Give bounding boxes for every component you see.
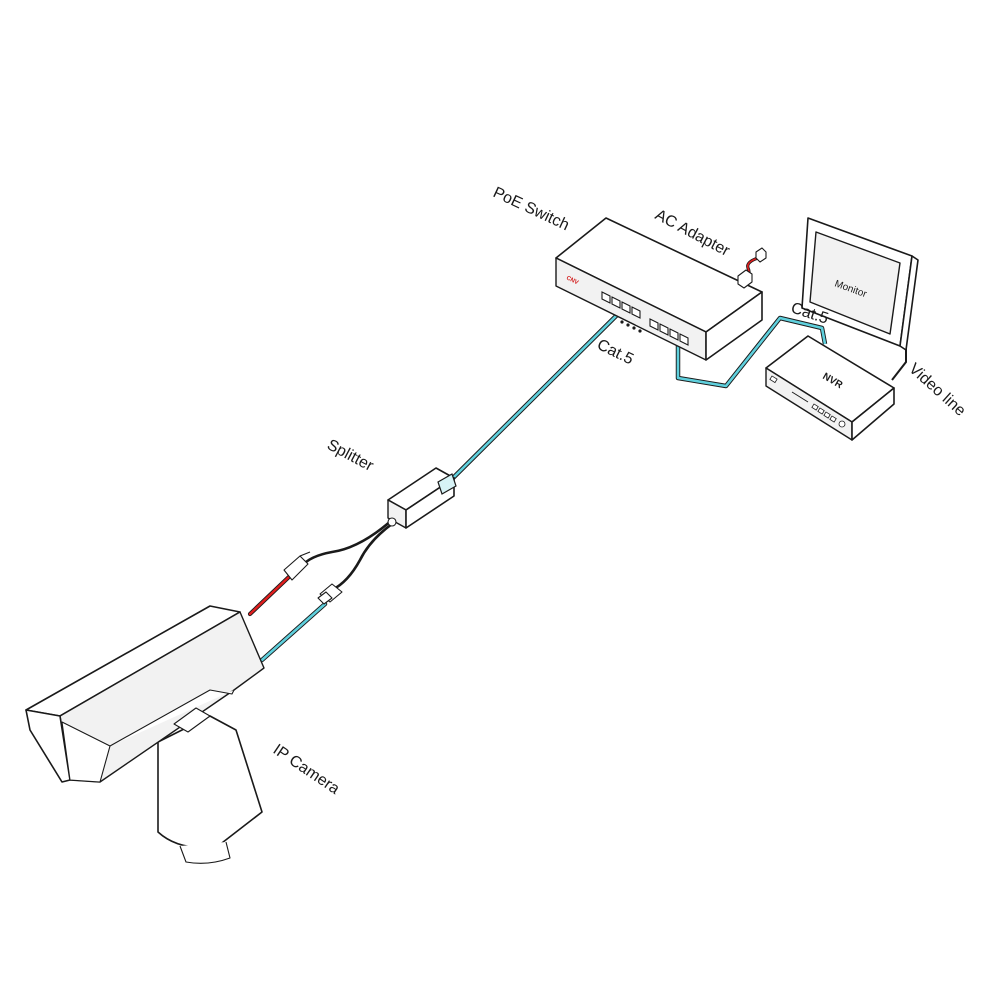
splitter-branch-cables xyxy=(300,518,394,592)
label-video-line: Video line xyxy=(905,360,968,420)
splitter-rj45-jack xyxy=(437,473,457,495)
nvr: NVR xyxy=(765,335,895,441)
ac-adapter-plug-icon xyxy=(737,247,767,289)
ip-camera xyxy=(25,605,265,864)
poe-switch: CNV xyxy=(555,217,763,361)
label-poe-switch: PoE Switch xyxy=(490,184,571,234)
label-splitter: Splitter xyxy=(324,437,377,476)
switch-ports-group-2 xyxy=(649,318,689,346)
rj45-connector xyxy=(317,583,343,605)
label-cat5-main: Cat.5 xyxy=(594,336,636,368)
data-cable-camera xyxy=(259,601,328,663)
nvr-front-buttons xyxy=(811,403,846,428)
cat5-cable-switch-splitter xyxy=(450,311,621,481)
cat5-cable-switch-nvr xyxy=(675,315,828,389)
monitor: Monitor xyxy=(801,217,919,351)
power-cable-camera xyxy=(247,571,295,617)
label-ip-camera: IP Camera xyxy=(270,741,343,798)
switch-ports-group-1 xyxy=(601,291,641,319)
poe-splitter xyxy=(387,467,457,529)
switch-logo: CNV xyxy=(565,275,579,286)
switch-port-leds xyxy=(620,320,642,333)
dc-power-connector xyxy=(283,551,311,581)
